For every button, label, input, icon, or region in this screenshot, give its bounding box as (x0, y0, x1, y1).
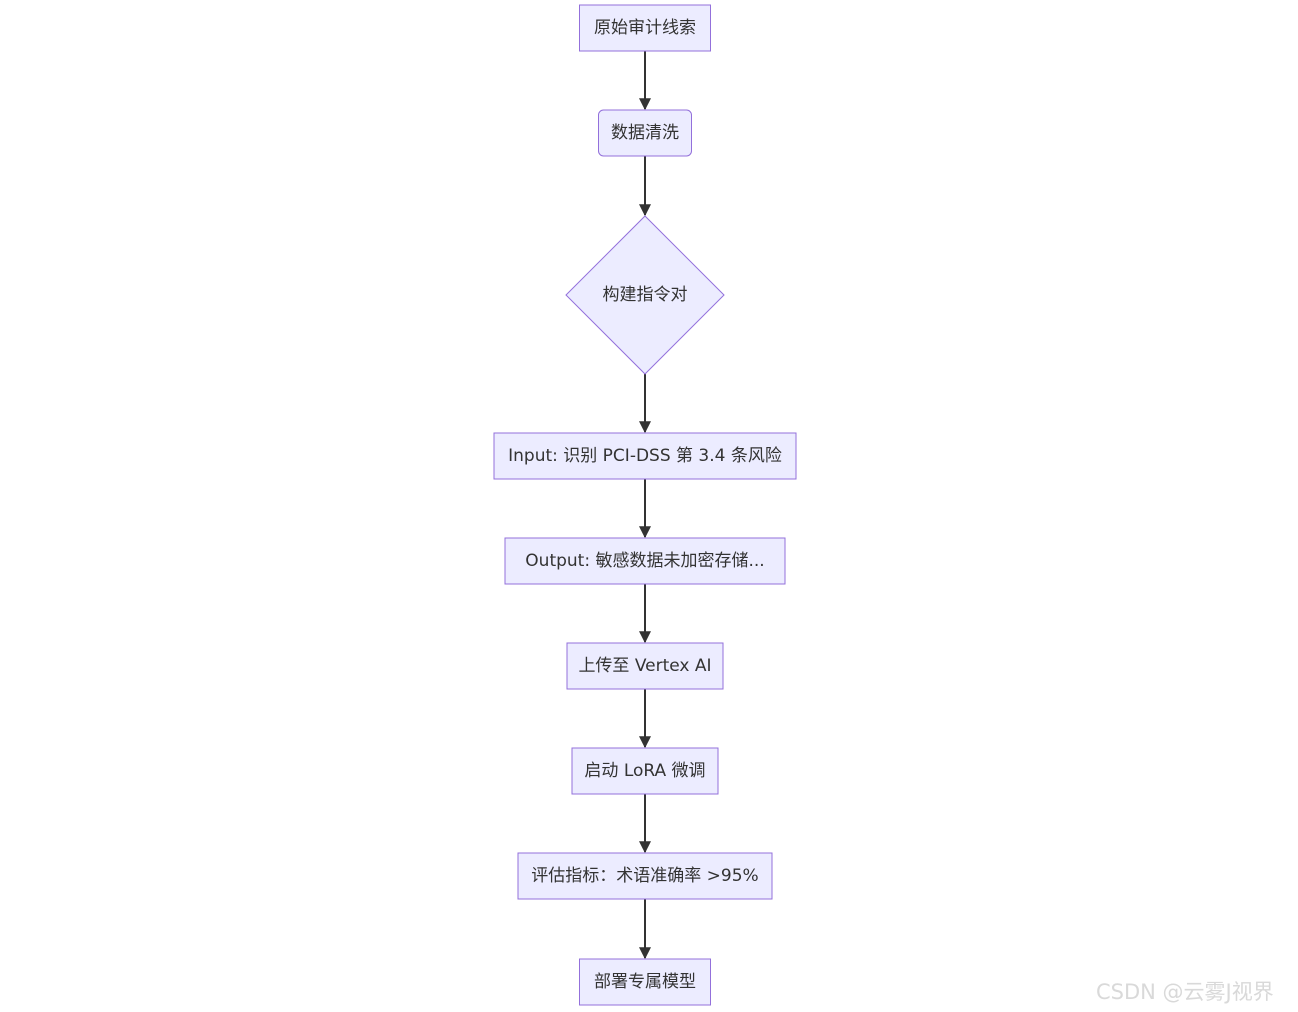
node-label: 部署专属模型 (594, 972, 696, 992)
flow-node: 上传至 Vertex AI (566, 642, 724, 690)
node-label: Input: 识别 PCI-DSS 第 3.4 条风险 (508, 446, 782, 466)
node-box (579, 4, 711, 52)
node-label: 数据清洗 (611, 123, 679, 143)
flow-node: 启动 LoRA 微调 (571, 747, 719, 795)
flow-node: 数据清洗 (598, 109, 692, 157)
flow-node: 部署专属模型 (579, 958, 711, 1006)
node-label: 启动 LoRA 微调 (584, 761, 705, 781)
node-label: 上传至 Vertex AI (578, 656, 711, 676)
flow-node: 评估指标：术语准确率 >95% (517, 852, 773, 900)
node-box (571, 747, 719, 795)
node-box (566, 642, 724, 690)
node-box (598, 109, 692, 157)
node-label: 原始审计线索 (594, 18, 696, 38)
node-box (579, 958, 711, 1006)
flow-node: Input: 识别 PCI-DSS 第 3.4 条风险 (493, 432, 797, 480)
node-box (517, 852, 773, 900)
node-box (504, 537, 786, 585)
node-label: Output: 敏感数据未加密存储... (525, 551, 764, 571)
node-label: 构建指令对 (603, 285, 688, 305)
watermark: CSDN @云雾J视界 (1096, 980, 1274, 1004)
flow-node: 原始审计线索 (579, 4, 711, 52)
node-label: 评估指标：术语准确率 >95% (531, 866, 758, 886)
flow-node: 构建指令对 (565, 215, 725, 375)
node-box (493, 432, 797, 480)
flow-node: Output: 敏感数据未加密存储... (504, 537, 786, 585)
decision-diamond (565, 215, 725, 375)
